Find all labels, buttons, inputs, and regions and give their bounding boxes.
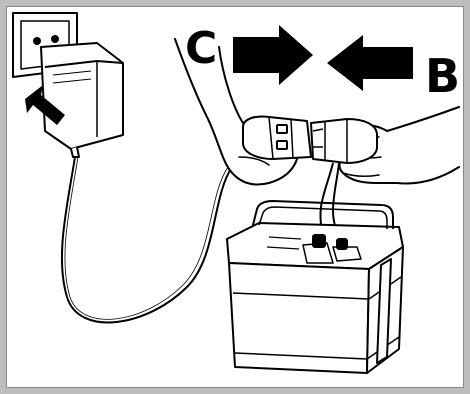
arrow-right-icon — [233, 25, 313, 85]
battery — [226, 200, 404, 374]
connector-c — [242, 115, 312, 160]
arrow-left-icon — [327, 35, 413, 91]
figure-panel: C B — [6, 6, 464, 388]
label-c: C — [185, 23, 218, 74]
label-b: B — [425, 49, 461, 103]
charger-adapter — [40, 42, 124, 158]
arrow-up-left-icon — [25, 85, 65, 125]
charger-connection-illustration — [12, 12, 460, 374]
connector-b — [310, 118, 378, 164]
